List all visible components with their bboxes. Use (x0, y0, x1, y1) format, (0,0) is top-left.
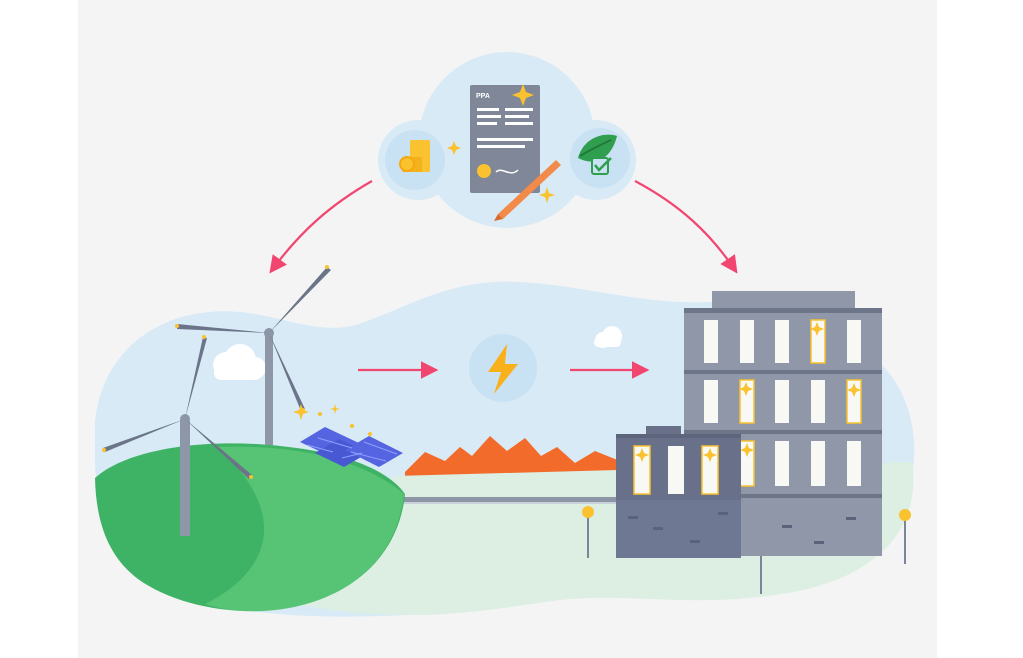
wind-turbine-back (175, 265, 331, 445)
arrow-to-producer (269, 180, 373, 274)
ppa-document: PPA (470, 85, 540, 193)
road (395, 497, 625, 502)
building-annex (616, 426, 856, 558)
coin-stack-icon (385, 130, 445, 190)
arrow-to-buyer (634, 180, 738, 274)
office-building (684, 291, 882, 556)
wind-turbine-front (102, 335, 253, 536)
mountain-range (405, 436, 620, 480)
cloud-icon (213, 326, 622, 380)
leaf-check-icon (570, 128, 630, 188)
lightning-bolt-icon (469, 334, 537, 402)
road-edge (395, 502, 625, 504)
sparkle-icon (447, 84, 555, 203)
hill-shadow (205, 446, 404, 612)
energy-sparkles (293, 404, 372, 436)
pen-icon (494, 160, 561, 221)
solar-panels (300, 427, 403, 467)
document-label: PPA (476, 93, 490, 100)
